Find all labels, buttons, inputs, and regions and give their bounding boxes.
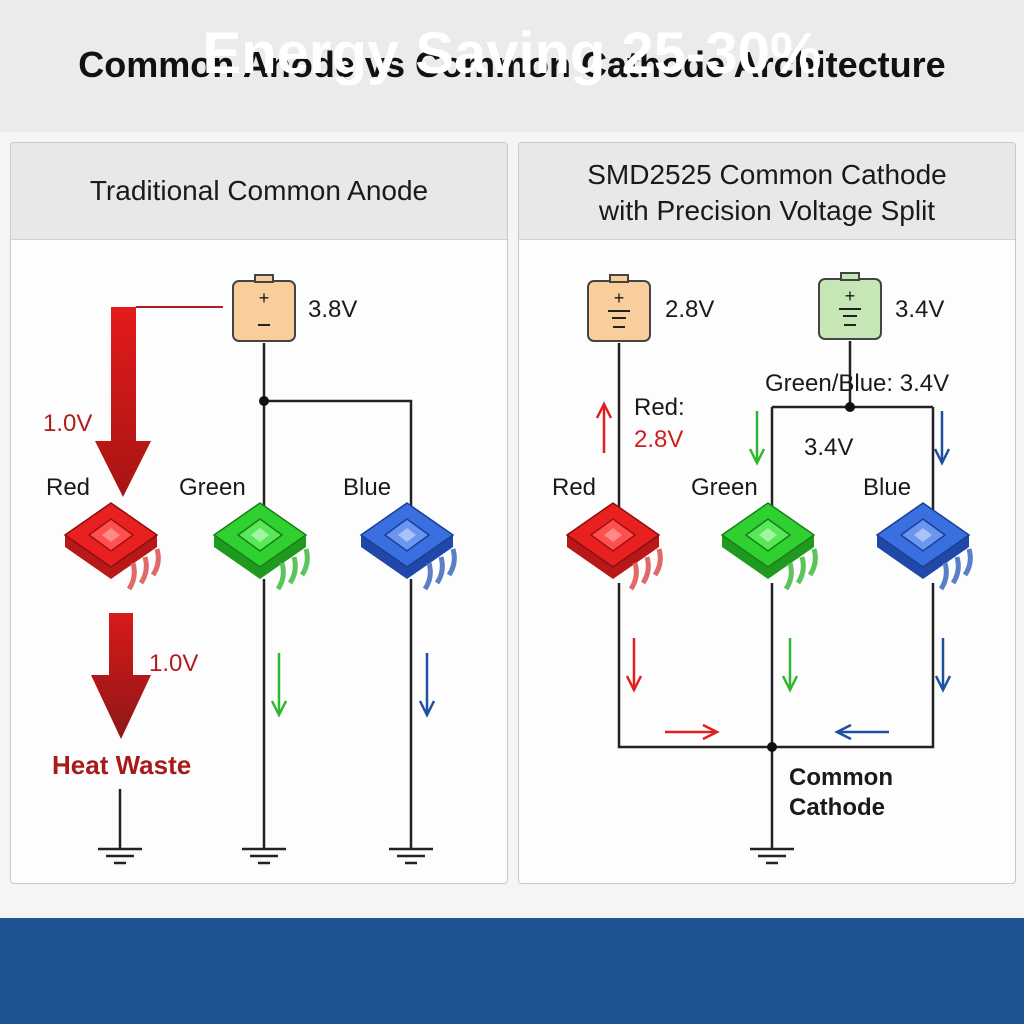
green-blue-voltage-label: Green/Blue: 3.4V — [765, 370, 949, 397]
blue-led-icon — [359, 502, 457, 591]
anode-wires — [118, 343, 413, 849]
green-blue-branch-voltage: 3.4V — [804, 434, 853, 461]
junction-dot — [767, 742, 777, 752]
red-voltage-label: Red: — [634, 394, 685, 421]
panel-header — [519, 143, 1015, 240]
green-blue-supply-voltage: 3.4V — [895, 296, 944, 323]
supply-voltage-label: 3.8V — [308, 296, 357, 323]
ground-symbol-icon — [750, 847, 794, 865]
current-arrow-icon — [625, 638, 643, 693]
current-arrow-icon — [418, 653, 436, 718]
panel-title-line1: SMD2525 Common Cathode — [587, 159, 947, 190]
anode-junction — [259, 396, 269, 406]
common-cathode-diagram: + 2.8V + 3.4V Green/Blue: 3.4V Red: 2.8V… — [552, 272, 973, 865]
led-label-red: Red — [46, 474, 90, 501]
led-label-green: Green — [691, 474, 758, 501]
energy-saving-banner: Energy Saving 25-30% — [202, 21, 822, 86]
battery-icon: + — [818, 272, 882, 340]
panel-title-line2: with Precision Voltage Split — [598, 195, 936, 226]
common-cathode-label-line1: Common — [789, 764, 893, 791]
panel-header — [11, 143, 507, 240]
current-arrow-icon — [933, 411, 951, 466]
blue-led-icon — [875, 502, 973, 591]
led-label-green: Green — [179, 474, 246, 501]
voltage-drop-arrow-icon — [95, 307, 151, 497]
common-cathode-label-line2: Cathode — [789, 794, 885, 821]
heat-waste-label: Heat Waste — [52, 750, 191, 780]
heat-waste-arrow-icon — [91, 613, 151, 739]
current-arrow-icon — [595, 401, 613, 453]
current-arrow-icon — [748, 411, 766, 466]
green-led-icon — [720, 502, 818, 591]
red-supply-voltage: 2.8V — [665, 296, 714, 323]
red-led-icon — [565, 502, 663, 591]
voltage-drop-label: 1.0V — [149, 650, 198, 677]
svg-text:+: + — [614, 288, 625, 308]
common-cathode-panel: SMD2525 Common Cathode with Precision Vo… — [518, 142, 1016, 884]
ground-symbol-icon — [98, 847, 142, 865]
current-arrow-icon — [270, 653, 288, 718]
current-arrow-icon — [665, 723, 720, 741]
current-arrow-icon — [781, 638, 799, 693]
current-arrow-icon — [834, 723, 889, 741]
panel-title: Traditional Common Anode — [89, 175, 429, 206]
footer-banner — [0, 918, 1024, 1024]
led-label-blue: Blue — [863, 474, 911, 501]
common-anode-panel: Traditional Common Anode — [10, 142, 508, 884]
red-led-icon — [63, 502, 161, 591]
junction-dot — [845, 402, 855, 412]
title-bar — [0, 0, 1024, 132]
led-label-blue: Blue — [343, 474, 391, 501]
common-anode-diagram: + 3.8V 1.0V 1.0V Heat Waste Red Green Bl… — [43, 274, 457, 865]
svg-text:+: + — [845, 286, 856, 306]
battery-icon: + — [232, 274, 296, 342]
ground-symbol-icon — [242, 847, 286, 865]
green-led-icon — [212, 502, 310, 591]
current-arrow-icon — [934, 638, 952, 693]
led-label-red: Red — [552, 474, 596, 501]
red-voltage-value: 2.8V — [634, 426, 683, 453]
svg-text:+: + — [259, 288, 270, 308]
voltage-drop-label: 1.0V — [43, 410, 92, 437]
ground-symbol-icon — [389, 847, 433, 865]
battery-icon: + — [587, 274, 651, 342]
page-title: Common Anode vs Common Cathode Architect… — [78, 44, 946, 85]
